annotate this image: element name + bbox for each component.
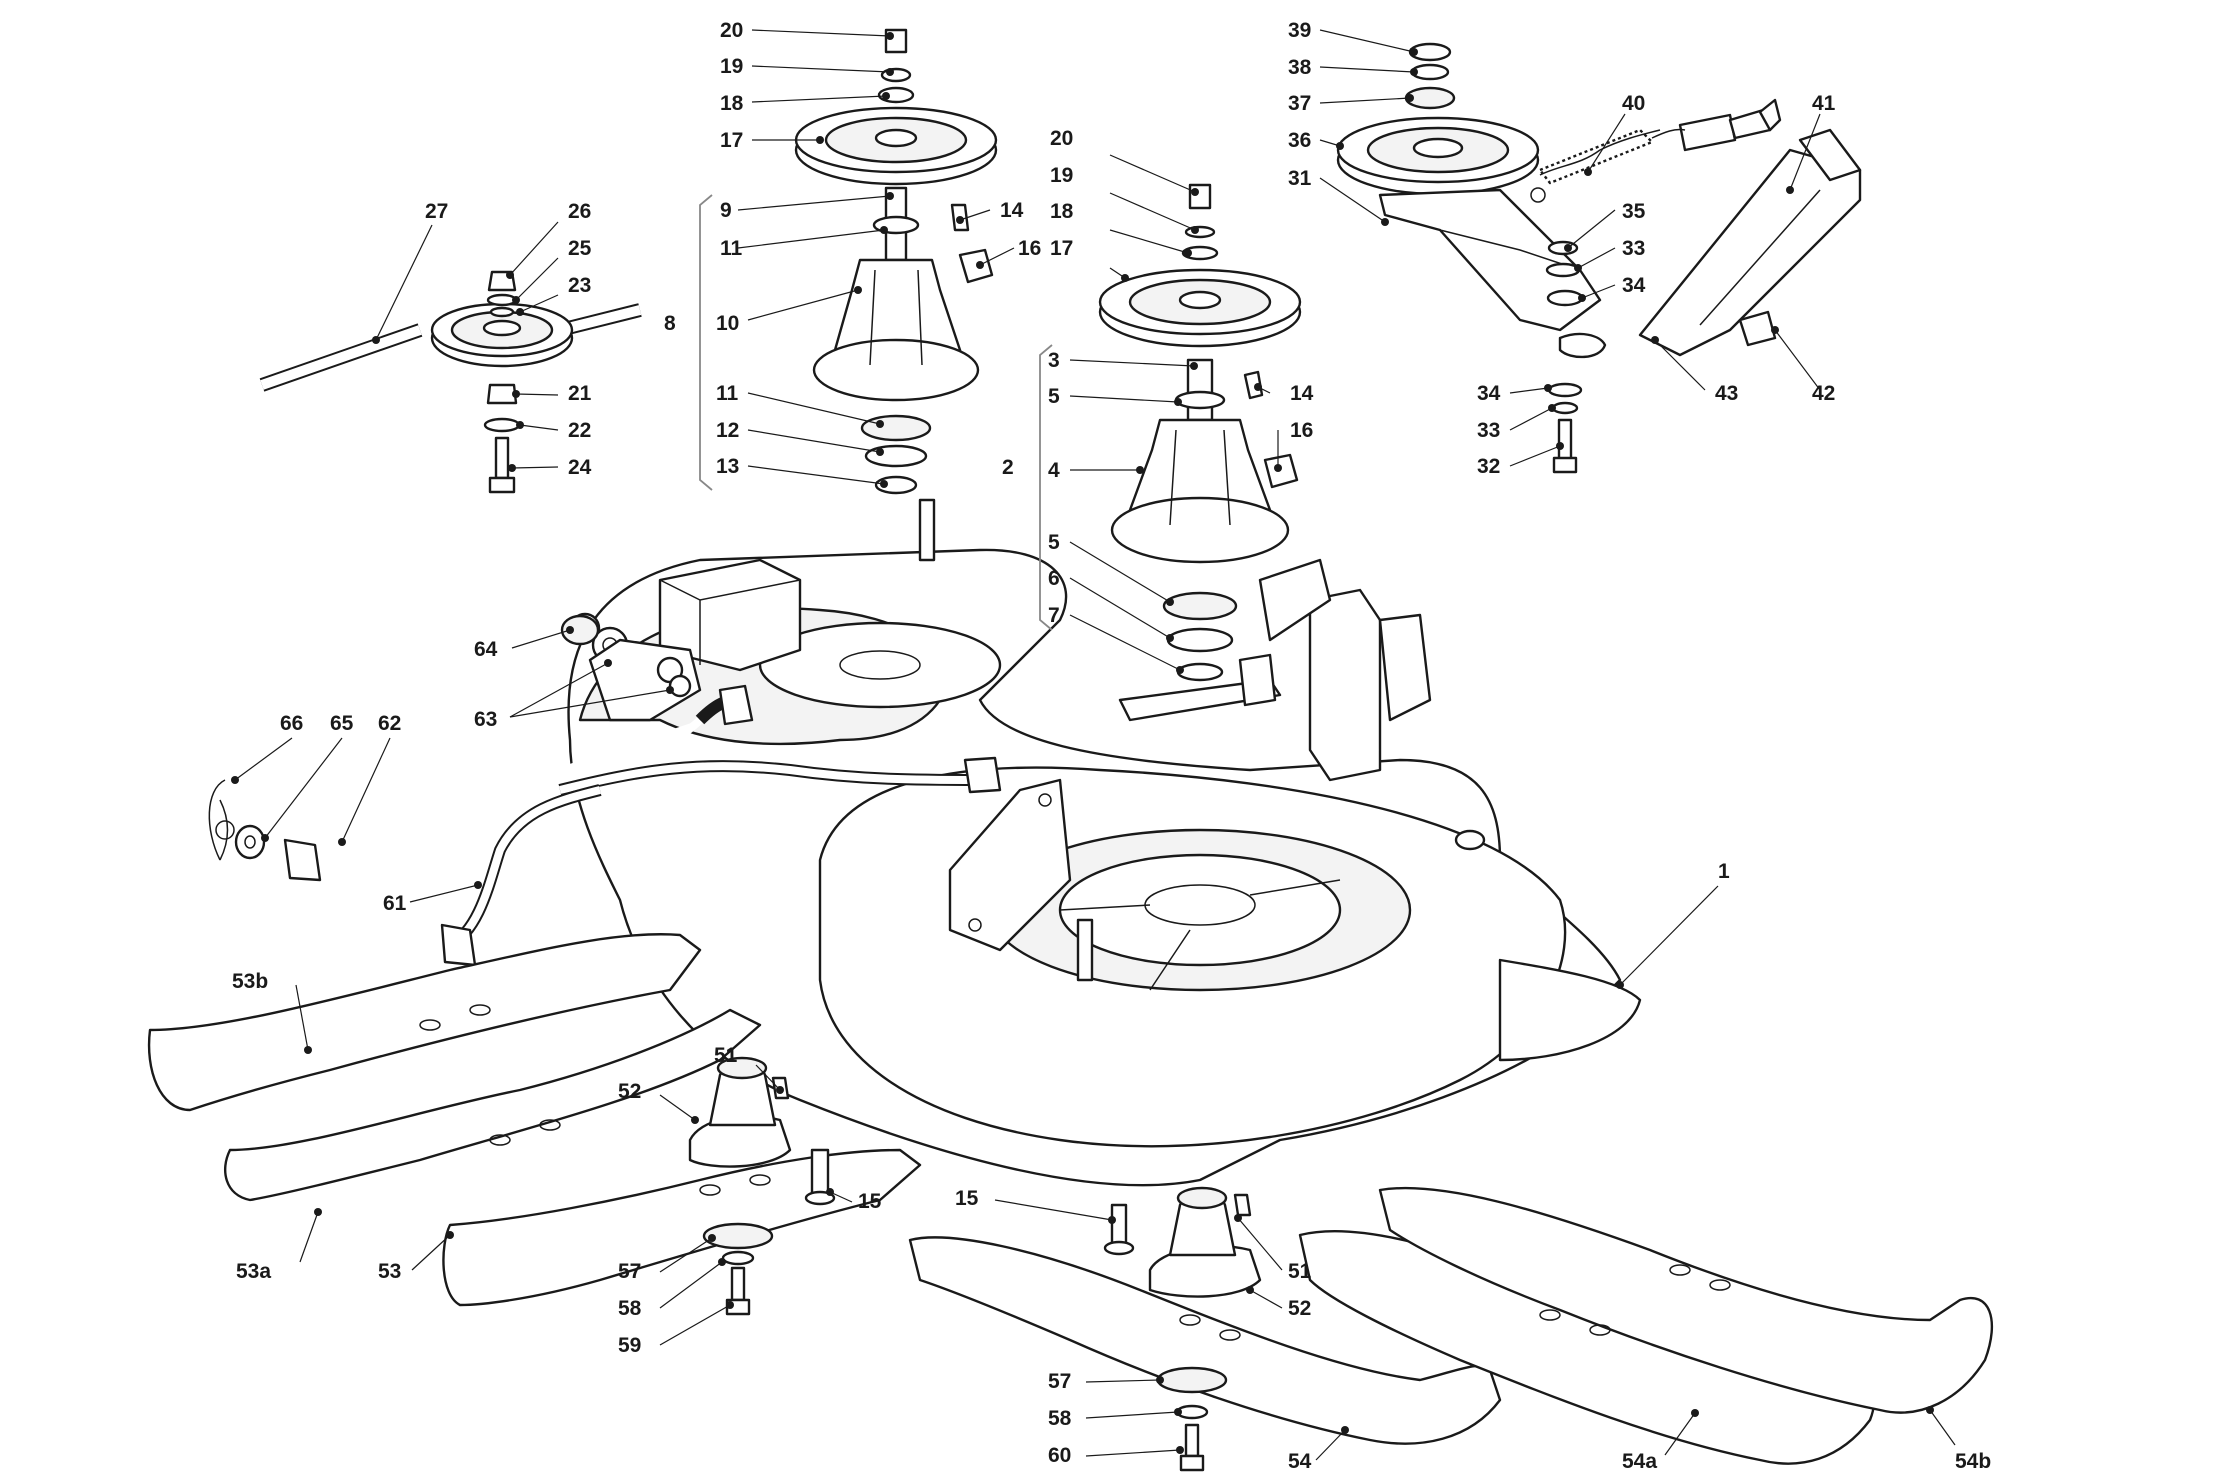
label-2: 2 (1002, 456, 1014, 479)
label-37: 37 (1288, 92, 1311, 115)
label-19: 19 (720, 55, 743, 78)
label-16-center: 16 (1290, 419, 1313, 442)
label-8: 8 (664, 312, 676, 335)
label-15-right: 15 (955, 1187, 979, 1210)
label-54: 54 (1288, 1450, 1312, 1473)
label-36: 36 (1288, 129, 1311, 152)
label-23: 23 (568, 274, 591, 297)
label-64: 64 (474, 638, 498, 661)
label-53b: 53b (232, 970, 268, 993)
label-65: 65 (330, 712, 354, 735)
label-25: 25 (568, 237, 592, 260)
label-15: 15 (858, 1190, 882, 1213)
label-13: 13 (716, 455, 739, 478)
label-58: 58 (618, 1297, 642, 1320)
label-34-lower: 34 (1477, 382, 1501, 405)
label-31: 31 (1288, 167, 1312, 190)
spindle-assembly-center (1098, 183, 1302, 682)
label-61: 61 (383, 892, 407, 915)
label-38: 38 (1288, 56, 1312, 79)
spindle-assembly-left (794, 28, 998, 495)
label-32: 32 (1477, 455, 1500, 478)
lift-rod-assembly (208, 612, 1002, 967)
label-18-center: 18 (1050, 200, 1074, 223)
label-41: 41 (1812, 92, 1836, 115)
group-bracket-2 (1039, 344, 1053, 631)
label-17: 17 (720, 129, 743, 152)
label-54b: 54b (1955, 1450, 1991, 1473)
label-51-right: 51 (1288, 1260, 1312, 1283)
label-62: 62 (378, 712, 401, 735)
label-66: 66 (280, 712, 303, 735)
label-35: 35 (1622, 200, 1646, 223)
mower-deck (567, 498, 1642, 1187)
label-9: 9 (720, 199, 732, 222)
label-11: 11 (720, 237, 743, 260)
label-34: 34 (1622, 274, 1646, 297)
label-17-center: 17 (1050, 237, 1073, 260)
label-16: 16 (1018, 237, 1041, 260)
label-12: 12 (716, 419, 739, 442)
label-42: 42 (1812, 382, 1835, 405)
label-54a: 54a (1622, 1450, 1657, 1473)
label-20-center: 20 (1050, 127, 1073, 150)
label-51: 51 (714, 1044, 738, 1067)
blade-hub-left (688, 1056, 836, 1316)
label-39: 39 (1288, 19, 1311, 42)
label-1: 1 (1718, 860, 1730, 883)
group-bracket-8 (699, 194, 713, 491)
blade-hub-right (1103, 1186, 1262, 1472)
label-5: 5 (1048, 385, 1060, 408)
label-22: 22 (568, 419, 591, 442)
label-33: 33 (1622, 237, 1645, 260)
label-4: 4 (1048, 459, 1060, 482)
label-53: 53 (378, 1260, 401, 1283)
label-53a: 53a (236, 1260, 271, 1283)
label-26: 26 (568, 200, 591, 223)
label-20: 20 (720, 19, 743, 42)
leader-dots (231, 32, 1934, 1454)
label-10: 10 (716, 312, 739, 335)
label-5-lower: 5 (1048, 531, 1060, 554)
label-33-lower: 33 (1477, 419, 1500, 442)
label-57: 57 (618, 1260, 641, 1283)
label-18: 18 (720, 92, 744, 115)
label-43: 43 (1715, 382, 1738, 405)
label-52: 52 (618, 1080, 641, 1103)
label-60: 60 (1048, 1444, 1071, 1467)
tensioner-assembly (1336, 42, 1862, 474)
label-52-right: 52 (1288, 1297, 1311, 1320)
label-3: 3 (1048, 349, 1060, 372)
label-40: 40 (1622, 92, 1645, 115)
label-57-right: 57 (1048, 1370, 1071, 1393)
label-21: 21 (568, 382, 592, 405)
label-63: 63 (474, 708, 497, 731)
label-58-right: 58 (1048, 1407, 1072, 1430)
blade-set-right (908, 1186, 1993, 1465)
callout-labels: 20 19 18 17 9 11 14 16 8 10 11 12 13 2 2… (232, 19, 1991, 1473)
label-27: 27 (425, 200, 448, 223)
label-59: 59 (618, 1334, 641, 1357)
leader-lines (234, 29, 1956, 1461)
label-6: 6 (1048, 567, 1060, 590)
label-14-center: 14 (1290, 382, 1314, 405)
label-7: 7 (1048, 604, 1060, 627)
label-19-center: 19 (1050, 164, 1073, 187)
label-11-lower: 11 (716, 382, 739, 405)
label-24: 24 (568, 456, 592, 479)
label-14: 14 (1000, 199, 1024, 222)
blade-set-left (147, 933, 922, 1307)
